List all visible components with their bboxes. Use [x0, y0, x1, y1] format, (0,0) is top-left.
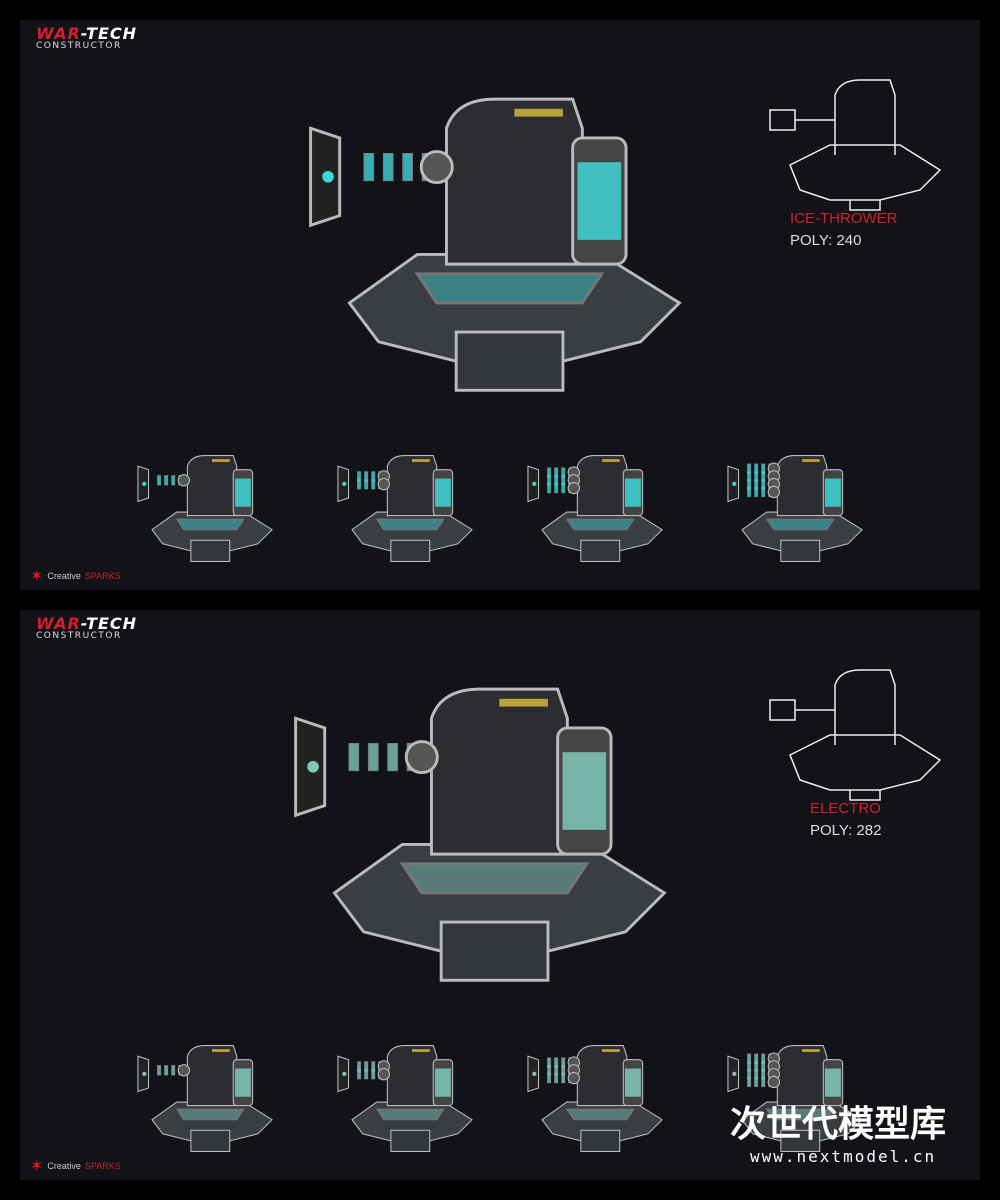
- turret-variant-1: [137, 455, 273, 562]
- turret-variant-4: [727, 455, 863, 562]
- poly-count: POLY: 282: [810, 822, 882, 839]
- turret-variant-4: [727, 1045, 863, 1152]
- war-tech-logo: WAR-TECH CONSTRUCTOR: [36, 24, 138, 51]
- watermark-url: www.nextmodel.cn: [750, 1147, 937, 1166]
- turret-variant-1: [137, 1045, 273, 1152]
- nextmodel-watermark: 次世代模型库 www.nextmodel.cn: [650, 1095, 946, 1166]
- watermark-text: 次世代模型库: [730, 1104, 947, 1145]
- turret-name: ICE-THROWER: [790, 210, 898, 227]
- wireframe-icon: [769, 79, 942, 211]
- turret-name: ELECTRO: [810, 800, 881, 817]
- main-turret-render: [294, 687, 667, 982]
- turret-variant-2: [337, 455, 473, 562]
- turret-variant-3: [527, 1045, 663, 1152]
- poly-count: POLY: 240: [790, 232, 862, 249]
- ice-thrower-panel: WAR-TECH CONSTRUCTOR ICE-THROWER POLY: 2…: [20, 20, 980, 590]
- wireframe-icon: [769, 669, 942, 801]
- turret-variant-3: [527, 455, 663, 562]
- main-turret-render: [309, 97, 682, 392]
- electro-panel: WAR-TECH CONSTRUCTOR ELECTRO POLY: 282 ✶…: [20, 610, 980, 1180]
- turret-variant-2: [337, 1045, 473, 1152]
- war-tech-logo: WAR-TECH CONSTRUCTOR: [36, 614, 138, 641]
